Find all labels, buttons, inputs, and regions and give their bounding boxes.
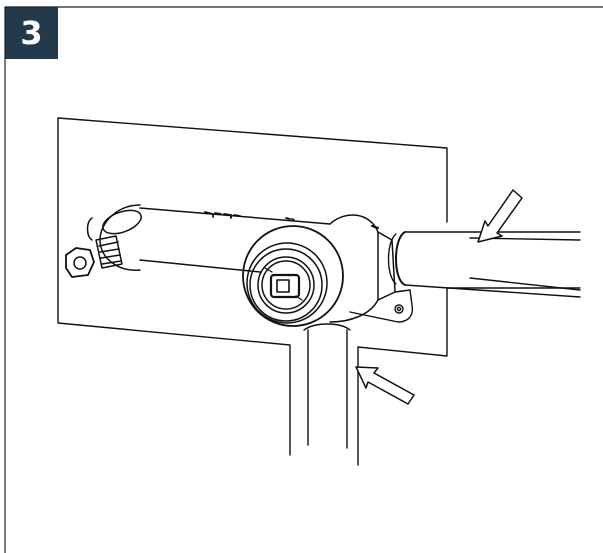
valve-spindle-cartridge bbox=[242, 225, 344, 327]
step-number: 3 bbox=[20, 14, 43, 52]
direction-arrow-lower bbox=[355, 366, 415, 405]
page-frame bbox=[4, 6, 603, 553]
vertical-supply-pipe bbox=[303, 323, 351, 449]
mounting-bracket bbox=[349, 289, 414, 323]
threaded-stub-outlet bbox=[65, 235, 123, 278]
mixing-valve-body bbox=[86, 204, 396, 323]
step-number-badge: 3 bbox=[5, 7, 58, 59]
mounting-panel bbox=[57, 117, 581, 466]
horizontal-supply-pipe bbox=[387, 231, 581, 298]
direction-arrow-upper bbox=[477, 189, 523, 243]
